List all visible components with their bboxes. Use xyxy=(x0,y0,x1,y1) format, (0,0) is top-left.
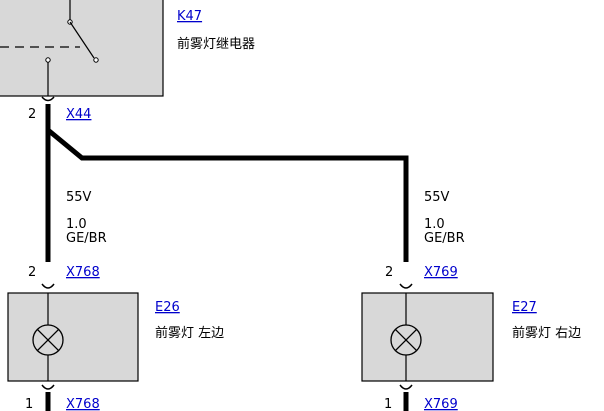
relay-connector-x44: 2 X44 xyxy=(28,96,91,122)
right-lamp-top-connector-link[interactable]: X769 xyxy=(424,265,458,280)
relay-switch-icon xyxy=(0,0,99,96)
left-lamp-top-connector-link[interactable]: X768 xyxy=(66,265,100,280)
left-lamp-bottom-connector-link[interactable]: X768 xyxy=(66,397,100,411)
wire-right-labels: 55V 1.0 GE/BR xyxy=(424,190,465,246)
right-lamp-box xyxy=(361,292,494,382)
relay-id-link[interactable]: K47 xyxy=(177,9,202,24)
right-lamp-id-link[interactable]: E27 xyxy=(512,300,537,315)
relay-connector-link[interactable]: X44 xyxy=(66,107,91,122)
right-lamp-name: 前雾灯 右边 xyxy=(512,325,581,341)
wire-harness xyxy=(45,104,409,262)
wire-right xyxy=(46,128,409,262)
left-lamp-bottom-pin: 1 xyxy=(25,397,33,411)
left-lamp-box xyxy=(7,292,139,382)
wire-left-color: GE/BR xyxy=(66,231,107,246)
wire-right-size: 1.0 xyxy=(424,217,445,232)
relay-pin: 2 xyxy=(28,107,36,122)
right-lamp-bottom-pin: 1 xyxy=(384,397,392,411)
right-lamp-bottom-connector-link[interactable]: X769 xyxy=(424,397,458,411)
wire-right-voltage: 55V xyxy=(424,190,450,205)
relay-box xyxy=(0,0,164,97)
lamp-e27: 2 X769 E27 前雾灯 右边 1 X769 xyxy=(361,265,581,411)
lamp-icon xyxy=(390,324,422,356)
relay-name: 前雾灯继电器 xyxy=(177,36,255,52)
relay-k47: K47 前雾灯继电器 xyxy=(0,0,255,97)
wire-left-size: 1.0 xyxy=(66,217,87,232)
left-lamp-id-link[interactable]: E26 xyxy=(155,300,180,315)
lamp-icon xyxy=(32,324,64,356)
wire-left-labels: 55V 1.0 GE/BR xyxy=(66,190,107,246)
left-lamp-name: 前雾灯 左边 xyxy=(155,325,224,341)
wire-left-voltage: 55V xyxy=(66,190,92,205)
left-lamp-top-pin: 2 xyxy=(28,265,36,280)
lamp-e26: 2 X768 E26 前雾灯 左边 1 X768 xyxy=(7,265,224,411)
wire-right-color: GE/BR xyxy=(424,231,465,246)
right-lamp-top-pin: 2 xyxy=(385,265,393,280)
